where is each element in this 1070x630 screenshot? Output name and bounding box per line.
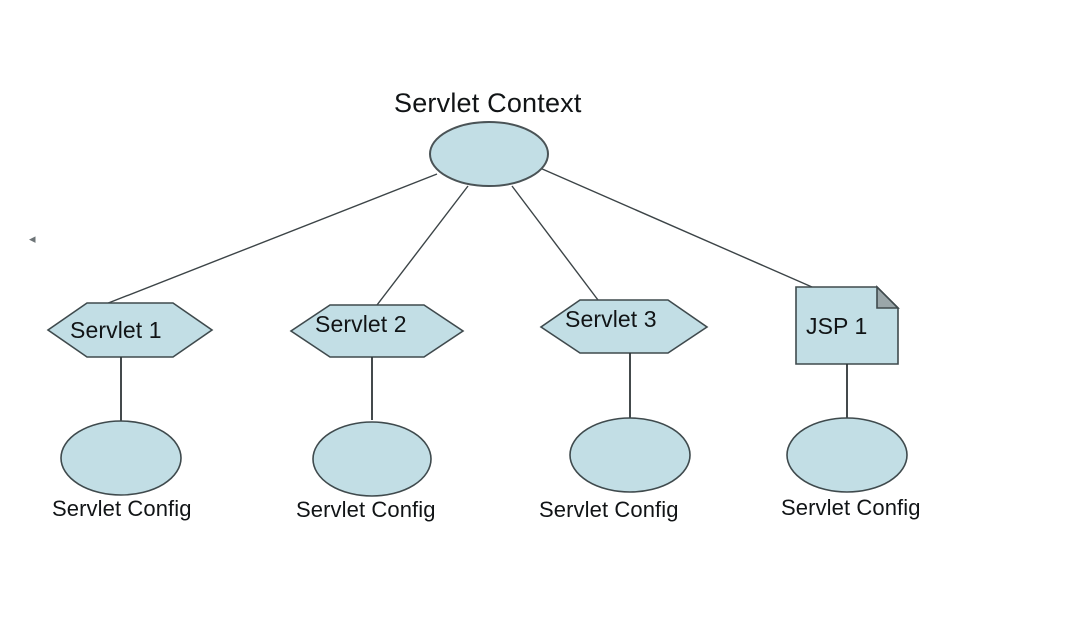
caption-servlet-config-4: Servlet Config: [781, 495, 921, 520]
hexagon-servlet-3[interactable]: [539, 299, 709, 354]
caption-servlet-config-1: Servlet Config: [52, 496, 192, 521]
ellipse-servlet-config-3[interactable]: [569, 417, 691, 493]
ellipse-servlet-config-2[interactable]: [312, 421, 432, 497]
ellipse-servlet-config-4[interactable]: [786, 417, 908, 493]
caption-servlet-config-2: Servlet Config: [296, 497, 436, 522]
edge-root-to-servlet1: [87, 173, 438, 312]
root-ellipse-servlet-context[interactable]: [429, 121, 549, 187]
hexagon-servlet-1[interactable]: [46, 302, 214, 358]
ellipse-servlet-config-1[interactable]: [60, 420, 182, 496]
stray-chevron-icon: ◂: [29, 231, 36, 246]
label-servlet-2: Servlet 2: [315, 311, 407, 337]
label-servlet-1: Servlet 1: [70, 317, 162, 343]
hexagon-servlet-2[interactable]: [289, 304, 465, 358]
edge-root-to-jsp1: [539, 167, 813, 288]
caption-servlet-config-3: Servlet Config: [539, 497, 679, 522]
label-jsp-1: JSP 1: [806, 313, 868, 339]
edge-root-to-servlet2: [376, 185, 469, 306]
label-servlet-3: Servlet 3: [565, 306, 657, 332]
document-shape-jsp-1[interactable]: [795, 286, 899, 365]
edge-root-to-servlet3: [511, 185, 599, 301]
page-title: Servlet Context: [394, 88, 582, 118]
document-fold-corner-icon: [876, 285, 900, 309]
